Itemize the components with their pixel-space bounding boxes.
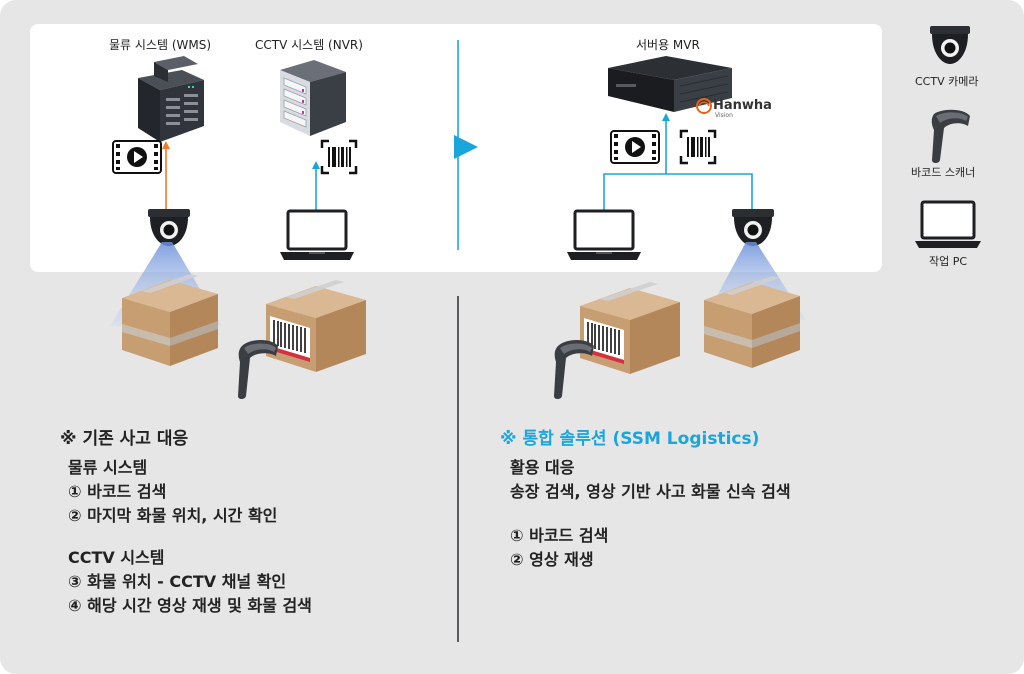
barcode-scanner-icon	[238, 340, 278, 399]
cctv-camera-icon	[148, 209, 190, 246]
right-line-0: 활용 대응	[510, 458, 575, 477]
arrow-pc-to-nvr	[312, 161, 320, 210]
mvr-connection-lines	[603, 113, 753, 210]
mvr-server-icon	[608, 56, 732, 112]
legend-scanner-icon	[931, 109, 970, 163]
video-playback-icon	[112, 140, 162, 174]
barcode-box-icon	[580, 282, 680, 374]
work-pc-icon	[567, 209, 641, 260]
video-playback-icon	[610, 130, 660, 164]
hanwha-logo-icon	[696, 98, 712, 114]
wms-label: 물류 시스템 (WMS)	[109, 38, 212, 52]
wms-server-icon	[138, 56, 204, 142]
right-heading: ※ 통합 솔루션 (SSM Logistics)	[500, 429, 760, 449]
arrow-cctv-to-wms	[162, 141, 170, 210]
right-line-1: 송장 검색, 영상 기반 사고 화물 신속 검색	[510, 482, 791, 501]
right-line-3: ① 바코드 검색	[510, 526, 609, 545]
left-line-4: CCTV 시스템	[68, 548, 165, 567]
top-divider	[454, 40, 478, 250]
work-pc-icon	[280, 209, 354, 260]
barcode-box-icon	[266, 280, 366, 372]
barcode-scan-icon	[320, 139, 358, 175]
legend-cctv-icon	[930, 26, 970, 64]
left-line-0: 물류 시스템	[68, 458, 148, 477]
nvr-server-icon	[280, 60, 346, 136]
right-line-4: ② 영상 재생	[510, 550, 594, 569]
cargo-box-icon	[704, 276, 800, 368]
cctv-camera-icon	[732, 209, 774, 246]
legend-pc-label: 작업 PC	[929, 255, 968, 268]
left-heading: ※ 기존 사고 대응	[60, 429, 189, 449]
cargo-box-icon	[122, 274, 218, 366]
transition-arrow-icon	[454, 135, 478, 159]
hanwha-brand: Hanwha	[713, 98, 772, 113]
left-line-6: ④ 해당 시간 영상 재생 및 화물 검색	[68, 596, 312, 615]
legend-pc-icon	[915, 200, 981, 248]
left-line-2: ② 마지막 화물 위치, 시간 확인	[68, 506, 278, 525]
left-line-5: ③ 화물 위치 - CCTV 채널 확인	[68, 572, 287, 591]
nvr-label: CCTV 시스템 (NVR)	[255, 38, 363, 52]
hanwha-brand-sub: Vision	[715, 112, 733, 119]
bottom-divider	[457, 296, 459, 642]
barcode-scanner-icon	[554, 340, 594, 399]
barcode-scan-icon	[679, 129, 717, 165]
legend-scanner-label: 바코드 스캐너	[911, 166, 976, 179]
legend-cctv-label: CCTV 카메라	[915, 75, 979, 88]
mvr-label: 서버용 MVR	[636, 38, 700, 52]
left-line-1: ① 바코드 검색	[68, 482, 167, 501]
